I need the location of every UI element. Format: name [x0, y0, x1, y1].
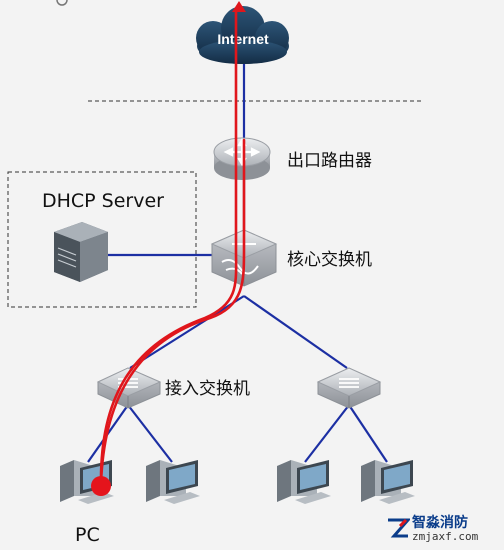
link-access-pc4: [348, 404, 388, 463]
link-access-pc3: [304, 404, 350, 463]
internet-label: Internet: [217, 31, 269, 47]
core-switch-label: 核心交换机: [287, 250, 372, 270]
watermark-name: 智淼消防: [412, 515, 468, 531]
dhcp-traffic-path: [99, 8, 246, 486]
dhcp-server-label: DHCP Server: [42, 190, 164, 212]
cloud-icon: [196, 6, 289, 64]
desktop-pc-icon: [361, 460, 415, 504]
desktop-pc-icon: [277, 460, 331, 504]
server-icon: [54, 222, 108, 282]
arrow-up-icon: [232, 1, 246, 12]
access-switch-label: 接入交换机: [165, 379, 250, 399]
link-access-pc2: [127, 404, 173, 463]
link-core-access-right: [243, 295, 348, 369]
corner-ring-icon: [56, 0, 68, 6]
switch-icon: [316, 367, 382, 409]
pc-label: PC: [75, 524, 100, 546]
pc-marker-dot: [91, 476, 111, 496]
desktop-pc-icon: [146, 460, 200, 504]
watermark: 智淼消防 zmjaxf.com: [386, 512, 496, 546]
dhcp-server-box: [7, 171, 197, 308]
router-icon: [213, 137, 271, 180]
watermark-site: zmjaxf.com: [412, 530, 479, 543]
brand-logo-icon: [388, 518, 410, 538]
router-label: 出口路由器: [287, 151, 372, 171]
link-core-access-left: [129, 295, 245, 369]
